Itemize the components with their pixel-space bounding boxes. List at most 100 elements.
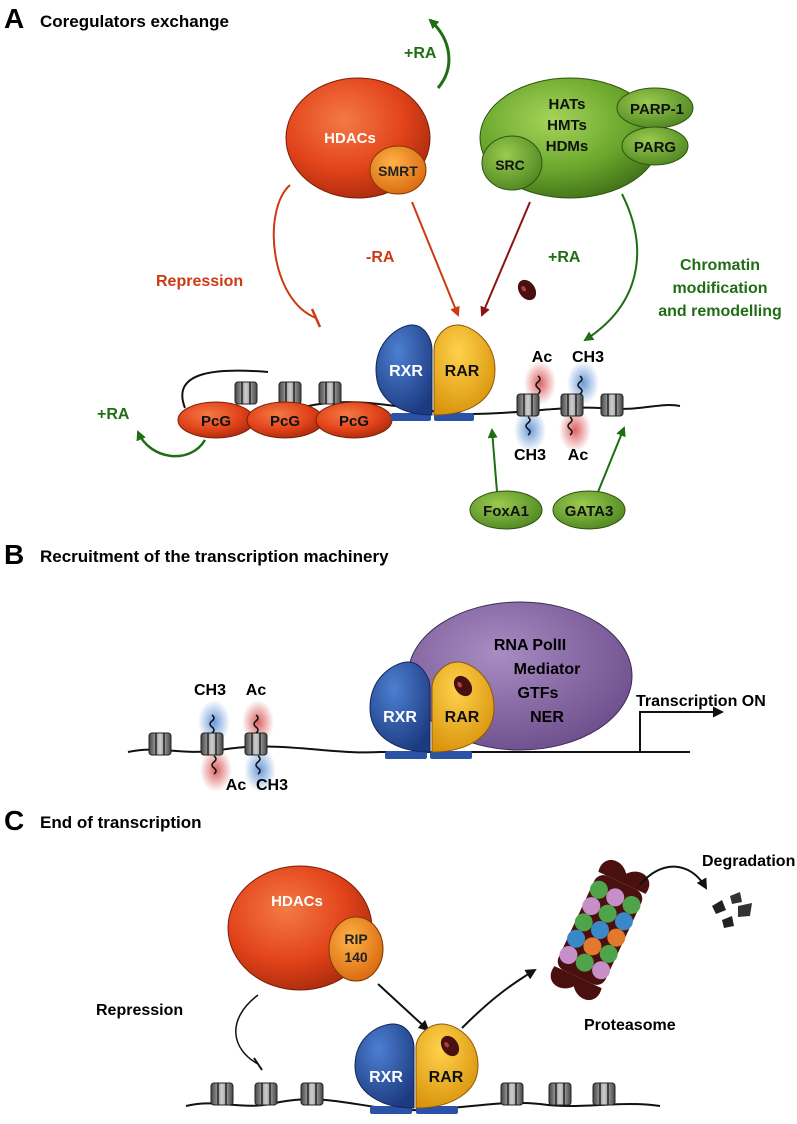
wavy-tail-icon xyxy=(209,714,215,734)
pcg-label-1: PcG xyxy=(201,413,231,430)
rxr-receptor xyxy=(354,1023,415,1109)
pcg-loop xyxy=(181,369,269,409)
wavy-tail-icon xyxy=(577,375,583,395)
hdacs-label: HDACs xyxy=(324,130,376,147)
nucleosome-icon xyxy=(318,381,342,405)
repression-curve xyxy=(272,184,317,319)
wavy-tail-icon xyxy=(255,755,261,775)
rxr-dna-binding xyxy=(391,413,431,421)
gata3-factor xyxy=(552,490,626,530)
fragment-icon xyxy=(712,900,726,914)
src-label: SRC xyxy=(495,157,525,173)
pcg-label-3: PcG xyxy=(339,413,369,430)
smrt-corepressor xyxy=(369,145,427,195)
to-degradation-arrow xyxy=(639,865,707,890)
rar-receptor xyxy=(431,661,495,753)
rip140-corepressor xyxy=(328,916,384,982)
nucleosome-icon xyxy=(592,1082,616,1106)
ch3-top-label: CH3 xyxy=(572,349,604,366)
nucleosome-icon xyxy=(560,393,584,417)
panel-c-title: End of transcription xyxy=(40,813,202,832)
wavy-tail-icon xyxy=(567,416,573,436)
panel-a-title: Coregulators exchange xyxy=(40,12,229,31)
to-proteasome-arrow xyxy=(461,968,537,1029)
nucleosome-icon xyxy=(278,381,302,405)
minus-ra-arrow xyxy=(411,201,460,317)
nucleosome-icon xyxy=(244,732,268,756)
mediator-label: Mediator xyxy=(514,661,581,678)
nucleosome-icon xyxy=(600,393,624,417)
repression-label: Repression xyxy=(156,273,243,290)
ac-bottom-label: Ac xyxy=(568,447,589,464)
panel-a-letter: A xyxy=(4,3,24,34)
repression-bar-icon xyxy=(310,308,322,328)
nucleosome-icon xyxy=(516,393,540,417)
chromatin-label-3: and remodelling xyxy=(658,303,782,320)
acetylation-glow xyxy=(559,408,591,452)
foxa1-label: FoxA1 xyxy=(483,503,529,520)
rxr-receptor xyxy=(369,661,431,753)
rxr-dna-binding xyxy=(385,751,427,759)
plus-ra-top-label: +RA xyxy=(404,45,437,62)
c-rar-label: RAR xyxy=(429,1069,464,1086)
rar-label: RAR xyxy=(445,363,480,380)
wavy-tail-icon xyxy=(535,375,541,395)
chromatin-arrow xyxy=(583,193,639,342)
pcg-label-2: PcG xyxy=(270,413,300,430)
rar-dna-binding xyxy=(430,751,472,759)
fragment-icon xyxy=(722,916,734,928)
b-ch3-bottom-label: CH3 xyxy=(256,777,288,794)
b-ac-top-label: Ac xyxy=(246,682,267,699)
proteasome-icon xyxy=(550,860,650,1000)
parp1-label: PARP-1 xyxy=(630,101,684,118)
panel-b-letter: B xyxy=(4,539,24,570)
gtfs-label: GTFs xyxy=(518,685,559,702)
chromatin-label-1: Chromatin xyxy=(680,257,760,274)
fragment-icon xyxy=(738,903,752,917)
ch3-bottom-label: CH3 xyxy=(514,447,546,464)
rxr-receptor xyxy=(375,324,433,416)
transcription-start-arrow xyxy=(639,706,724,752)
coactivator-arrow xyxy=(480,201,531,317)
panel-c: C End of transcription HDACs RIP 140 Rep… xyxy=(4,805,795,1114)
rna-polii-label: RNA PolII xyxy=(494,637,566,654)
rxr-dna-binding xyxy=(370,1106,412,1114)
ligand-icon xyxy=(514,276,540,304)
nucleosome-icon xyxy=(200,732,224,756)
c-repression-label: Repression xyxy=(96,1002,183,1019)
parg-label: PARG xyxy=(634,139,676,156)
panel-b-title: Recruitment of the transcription machine… xyxy=(40,547,389,566)
ac-top-label: Ac xyxy=(532,349,553,366)
parg-protein xyxy=(621,126,689,166)
plus-ra-left-label: +RA xyxy=(97,406,130,423)
rxr-label: RXR xyxy=(389,363,423,380)
wavy-tail-icon xyxy=(211,755,217,775)
rar-receptor xyxy=(433,324,496,416)
ner-label: NER xyxy=(530,709,564,726)
c-hdacs-label: HDACs xyxy=(271,893,323,910)
gata3-arrow xyxy=(597,426,626,493)
gata3-label: GATA3 xyxy=(565,503,614,520)
repression-bar-icon xyxy=(253,1057,263,1071)
plus-ra-left-arrow xyxy=(136,430,207,458)
src-coactivator xyxy=(481,135,543,191)
rar-receptor xyxy=(415,1023,479,1109)
wavy-tail-icon xyxy=(525,416,531,436)
smrt-label: SMRT xyxy=(378,163,418,179)
c-rxr-label: RXR xyxy=(369,1069,403,1086)
nucleosome-icon xyxy=(148,732,172,756)
b-rxr-label: RXR xyxy=(383,709,417,726)
rip-140-label: 140 xyxy=(344,949,368,965)
minus-ra-label: -RA xyxy=(366,249,395,266)
b-ac-bottom-label: Ac xyxy=(226,777,247,794)
panel-a: A Coregulators exchange HDACs SMRT +RA H… xyxy=(4,3,782,530)
panel-c-letter: C xyxy=(4,805,24,836)
nucleosome-icon xyxy=(300,1082,324,1106)
c-corepressor-arrow xyxy=(377,983,430,1032)
fragment-icon xyxy=(730,892,742,904)
panel-b: B Recruitment of the transcription machi… xyxy=(4,539,766,794)
b-ch3-top-label: CH3 xyxy=(194,682,226,699)
chromatin-label-2: modification xyxy=(672,280,767,297)
degradation-label: Degradation xyxy=(702,853,795,870)
